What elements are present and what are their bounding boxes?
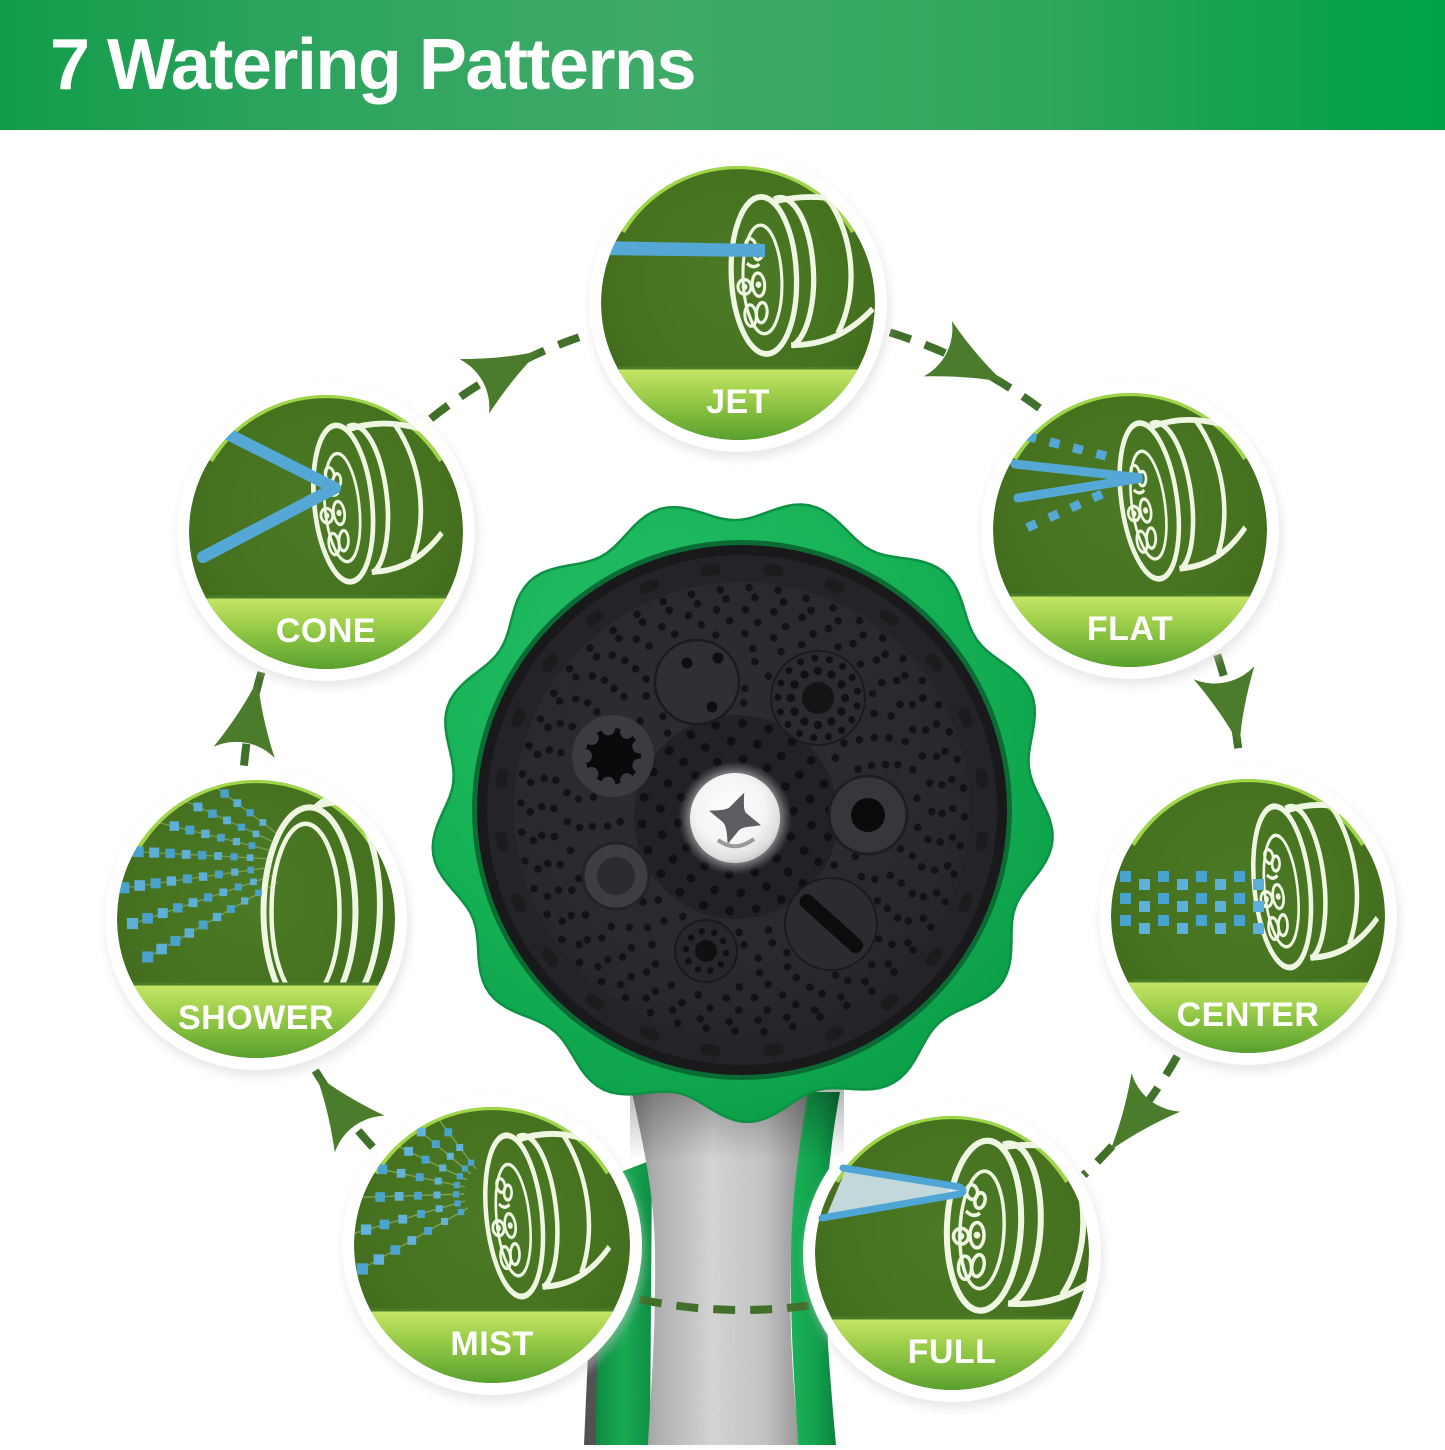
svg-text:7 Watering Patterns: 7 Watering Patterns: [50, 25, 695, 105]
svg-text:CONE: CONE: [276, 612, 376, 650]
svg-text:FLAT: FLAT: [1087, 610, 1173, 648]
svg-text:JET: JET: [706, 383, 770, 421]
svg-text:FULL: FULL: [908, 1333, 997, 1371]
svg-text:MIST: MIST: [450, 1325, 533, 1363]
svg-text:CENTER: CENTER: [1177, 996, 1320, 1034]
svg-text:SHOWER: SHOWER: [178, 999, 334, 1037]
